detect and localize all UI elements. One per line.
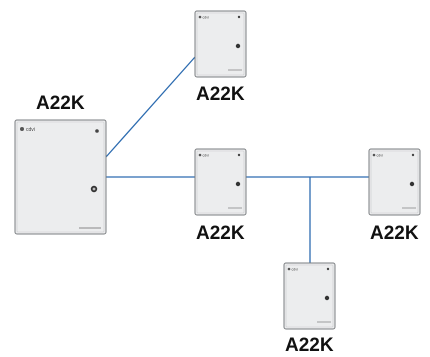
cdvi-logo-main: cdvi (20, 127, 35, 133)
keyhole-icon (411, 153, 415, 157)
panel-main: cdvi (14, 119, 107, 235)
keyhole-icon (326, 267, 330, 271)
panel-bottom: cdvi (283, 262, 336, 330)
node-label-top: A22K (196, 84, 245, 105)
connection-lines (105, 56, 369, 263)
svg-text:cdvi: cdvi (203, 16, 209, 20)
node-label-mid: A22K (196, 223, 245, 244)
lock-icon (409, 181, 415, 187)
cdvi-logo-right: cdvi (372, 154, 383, 158)
link-main-top (105, 56, 196, 158)
keyhole-icon (95, 129, 99, 133)
svg-text:cdvi: cdvi (26, 127, 35, 133)
lock-icon (235, 181, 241, 187)
cdvi-logo-bottom: cdvi (287, 268, 298, 272)
node-label-bottom: A22K (285, 335, 334, 356)
cdvi-logo-mid: cdvi (198, 154, 209, 158)
svg-text:cdvi: cdvi (292, 268, 298, 272)
svg-text:cdvi: cdvi (377, 154, 383, 158)
lock-icon (324, 295, 330, 301)
node-label-main: A22K (36, 93, 85, 114)
keyhole-icon (237, 15, 241, 19)
lock-icon (235, 43, 241, 49)
panel-top: cdvi (194, 10, 247, 78)
panel-mid: cdvi (194, 148, 247, 216)
svg-text:cdvi: cdvi (203, 154, 209, 158)
keyhole-icon (237, 153, 241, 157)
node-label-right: A22K (370, 223, 419, 244)
cdvi-logo-top: cdvi (198, 16, 209, 20)
panel-right: cdvi (368, 148, 421, 216)
